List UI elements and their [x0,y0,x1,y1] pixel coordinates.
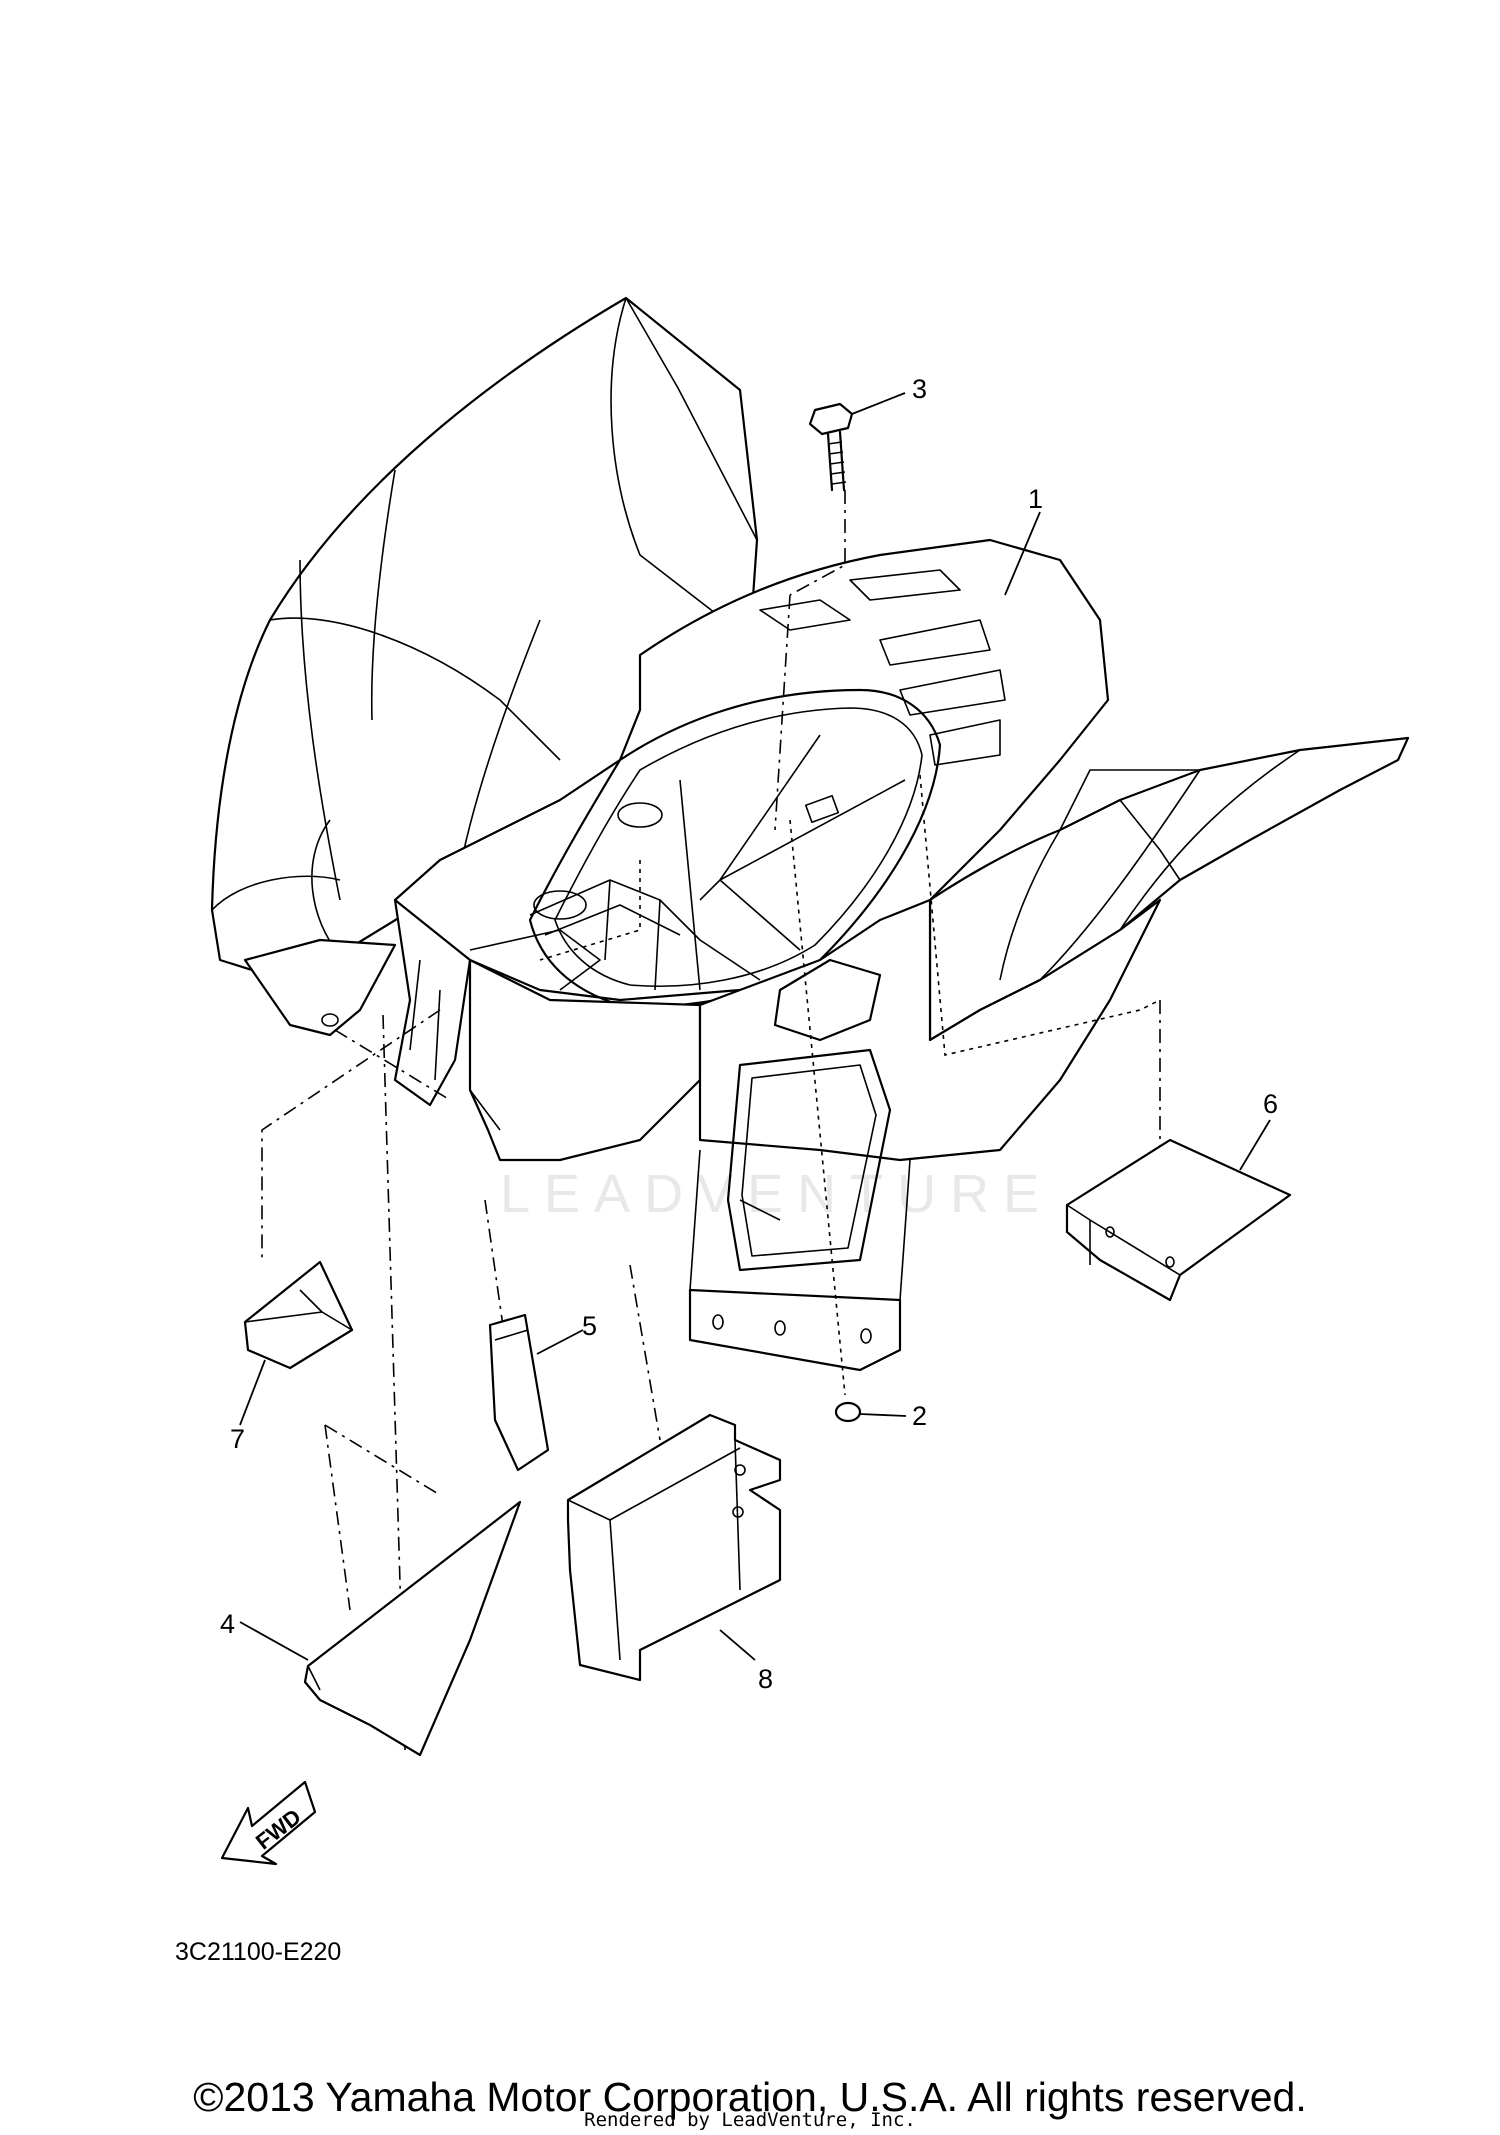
watermark: LEADVENTURE [500,1164,1053,1224]
callout-4: 4 [220,1609,235,1639]
callout-2: 2 [912,1401,927,1431]
panel-part-4 [239,1500,522,1757]
right-fender-wing [688,736,1410,1372]
callout-3: 3 [912,374,927,404]
nut-part-2 [834,1401,907,1423]
panel-part-8 [566,1413,782,1682]
callout-6: 6 [1263,1089,1278,1119]
callout-5: 5 [582,1311,597,1341]
rendered-by-notice: Rendered by LeadVenture, Inc. [584,2109,916,2131]
bolt-part-3 [808,392,906,492]
callout-8: 8 [758,1664,773,1694]
diagram-code: 3C21100-E220 [175,1938,341,1966]
copyright-notice: ©2013 Yamaha Motor Corporation, U.S.A. A… [193,2074,1307,2120]
callout-1: 1 [1028,484,1043,514]
fwd-arrow-icon: FWD [220,1780,317,1866]
panel-part-6 [1065,1119,1292,1302]
callout-7: 7 [230,1424,245,1454]
plate-part-5 [488,1313,584,1472]
plate-part-7 [239,1260,354,1426]
